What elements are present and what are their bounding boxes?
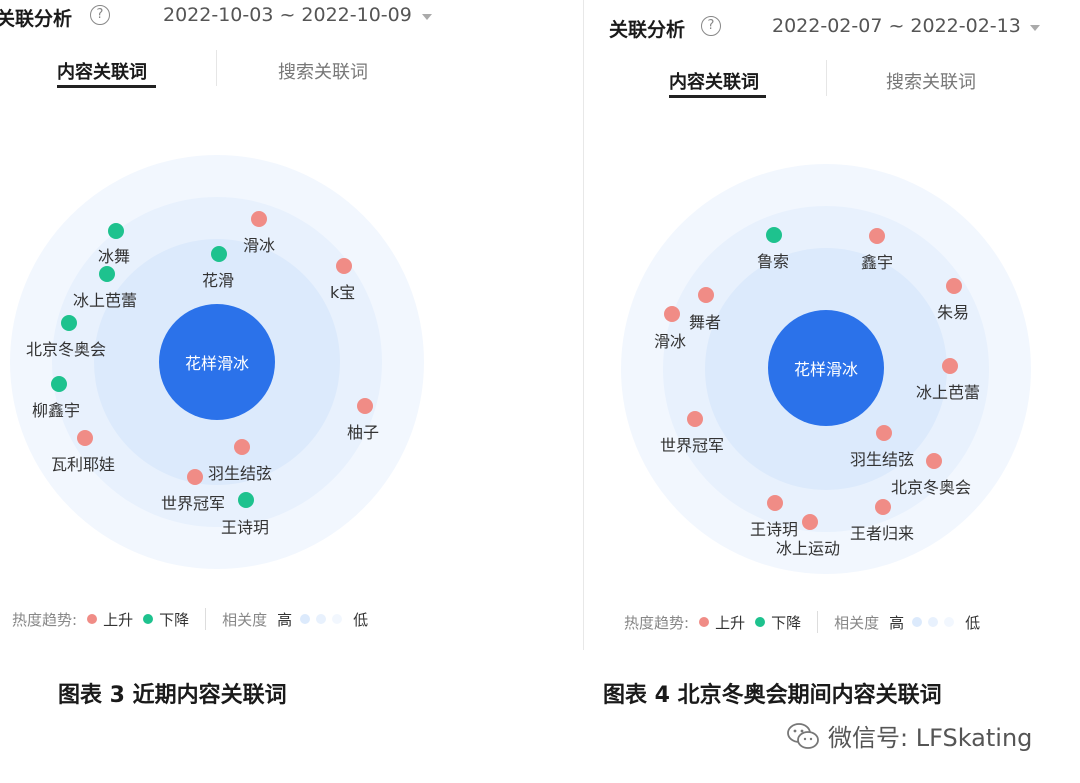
right-panel: 关联分析 ? 2022-02-07 ~ 2022-02-13 内容关联词 搜索关… [583, 0, 1080, 650]
trend-dot [687, 411, 703, 427]
trend-dot [251, 211, 267, 227]
wechat-icon [787, 722, 819, 749]
tab-active-underline [669, 95, 766, 98]
tab-content-related[interactable]: 内容关联词 [57, 62, 147, 83]
legend-down: 下降 [771, 613, 802, 632]
trend-dot [869, 228, 885, 244]
keyword-label: 冰上芭蕾 [73, 291, 138, 310]
relevance-high-swatch [912, 617, 923, 627]
keyword-label: 冰上芭蕾 [916, 383, 981, 402]
legend: 热度趋势: 上升 下降 相关度 高 低 [624, 611, 980, 633]
chevron-down-icon[interactable] [1030, 25, 1040, 31]
legend-trend-label: 热度趋势: [12, 610, 78, 629]
trend-dot [234, 439, 250, 455]
down-dot-icon [755, 617, 766, 627]
figure-caption-4: 图表 4 北京冬奥会期间内容关联词 [603, 683, 942, 708]
relevance-low-swatch [944, 617, 955, 627]
keyword-label: 羽生结弦 [208, 464, 273, 483]
legend-relevance-label: 相关度 [222, 610, 268, 629]
legend: 热度趋势: 上升 下降 相关度 高 低 [12, 608, 368, 630]
keyword-label: 滑冰 [654, 332, 687, 351]
left-panel: 关联分析 ? 2022-10-03 ~ 2022-10-09 内容关联词 搜索关… [0, 0, 583, 650]
keyword-label: 鲁索 [757, 252, 790, 271]
tab-divider [216, 50, 217, 86]
legend-up: 上升 [103, 610, 134, 629]
tab-divider [826, 60, 827, 96]
legend-low: 低 [965, 613, 981, 632]
trend-dot [875, 499, 891, 515]
watermark-text: 微信号: LFSkating [828, 724, 1033, 752]
legend-up: 上升 [715, 613, 746, 632]
keyword-label: 柳鑫宇 [32, 401, 81, 420]
keyword-label: k宝 [330, 283, 356, 302]
legend-relevance-label: 相关度 [834, 613, 880, 632]
relevance-mid-swatch [928, 617, 939, 627]
keyword-label: 舞者 [689, 313, 722, 332]
trend-dot [211, 246, 227, 262]
relevance-low-swatch [332, 614, 343, 624]
trend-dot [767, 495, 783, 511]
keyword-label: 北京冬奥会 [891, 478, 972, 497]
keyword-label: 冰舞 [98, 247, 131, 266]
legend-high: 高 [277, 610, 293, 629]
keyword-label: 王诗玥 [221, 518, 270, 537]
up-dot-icon [699, 617, 710, 627]
date-range-picker[interactable]: 2022-10-03 ~ 2022-10-09 [163, 4, 412, 26]
trend-dot [876, 425, 892, 441]
keyword-label: 冰上运动 [776, 539, 841, 558]
keyword-label: 世界冠军 [161, 494, 226, 513]
trend-dot [336, 258, 352, 274]
chevron-down-icon[interactable] [422, 14, 432, 20]
tab-search-related[interactable]: 搜索关联词 [886, 72, 976, 93]
relevance-high-swatch [300, 614, 311, 624]
tab-search-related[interactable]: 搜索关联词 [278, 62, 368, 83]
panel-title: 关联分析 [0, 8, 73, 30]
trend-dot [99, 266, 115, 282]
trend-dot [942, 358, 958, 374]
keyword-label: 世界冠军 [660, 436, 725, 455]
keyword-label: 朱易 [937, 303, 970, 322]
keyword-label: 鑫宇 [861, 253, 894, 272]
keyword-label: 王者归来 [850, 524, 915, 543]
keyword-label: 王诗玥 [750, 520, 799, 539]
trend-dot [357, 398, 373, 414]
keyword-label: 花滑 [202, 271, 235, 290]
down-dot-icon [143, 614, 154, 624]
legend-divider [205, 608, 207, 630]
up-dot-icon [87, 614, 98, 624]
tab-active-underline [57, 85, 156, 88]
trend-dot [946, 278, 962, 294]
legend-down: 下降 [159, 610, 190, 629]
legend-trend-label: 热度趋势: [624, 613, 690, 632]
trend-dot [664, 306, 680, 322]
help-icon[interactable]: ? [701, 16, 721, 36]
keyword-label: 北京冬奥会 [26, 340, 107, 359]
trend-dot [77, 430, 93, 446]
keyword-label: 滑冰 [243, 236, 276, 255]
legend-low: 低 [353, 610, 369, 629]
trend-dot [698, 287, 714, 303]
help-icon[interactable]: ? [90, 5, 110, 25]
date-range-picker[interactable]: 2022-02-07 ~ 2022-02-13 [772, 15, 1021, 37]
legend-high: 高 [889, 613, 905, 632]
keyword-label: 羽生结弦 [850, 450, 915, 469]
relevance-mid-swatch [316, 614, 327, 624]
trend-dot [108, 223, 124, 239]
panel-title: 关联分析 [609, 19, 686, 41]
trend-dot [187, 469, 203, 485]
center-keyword[interactable]: 花样滑冰 [768, 310, 884, 426]
trend-dot [926, 453, 942, 469]
trend-dot [51, 376, 67, 392]
watermark: 微信号: LFSkating [786, 718, 1032, 753]
trend-dot [61, 315, 77, 331]
trend-dot [766, 227, 782, 243]
center-keyword[interactable]: 花样滑冰 [159, 304, 275, 420]
legend-divider [817, 611, 819, 633]
keyword-label: 瓦利耶娃 [51, 455, 116, 474]
trend-dot [802, 514, 818, 530]
figure-caption-3: 图表 3 近期内容关联词 [58, 683, 287, 708]
keyword-label: 柚子 [347, 423, 380, 442]
tab-content-related[interactable]: 内容关联词 [669, 72, 759, 93]
trend-dot [238, 492, 254, 508]
